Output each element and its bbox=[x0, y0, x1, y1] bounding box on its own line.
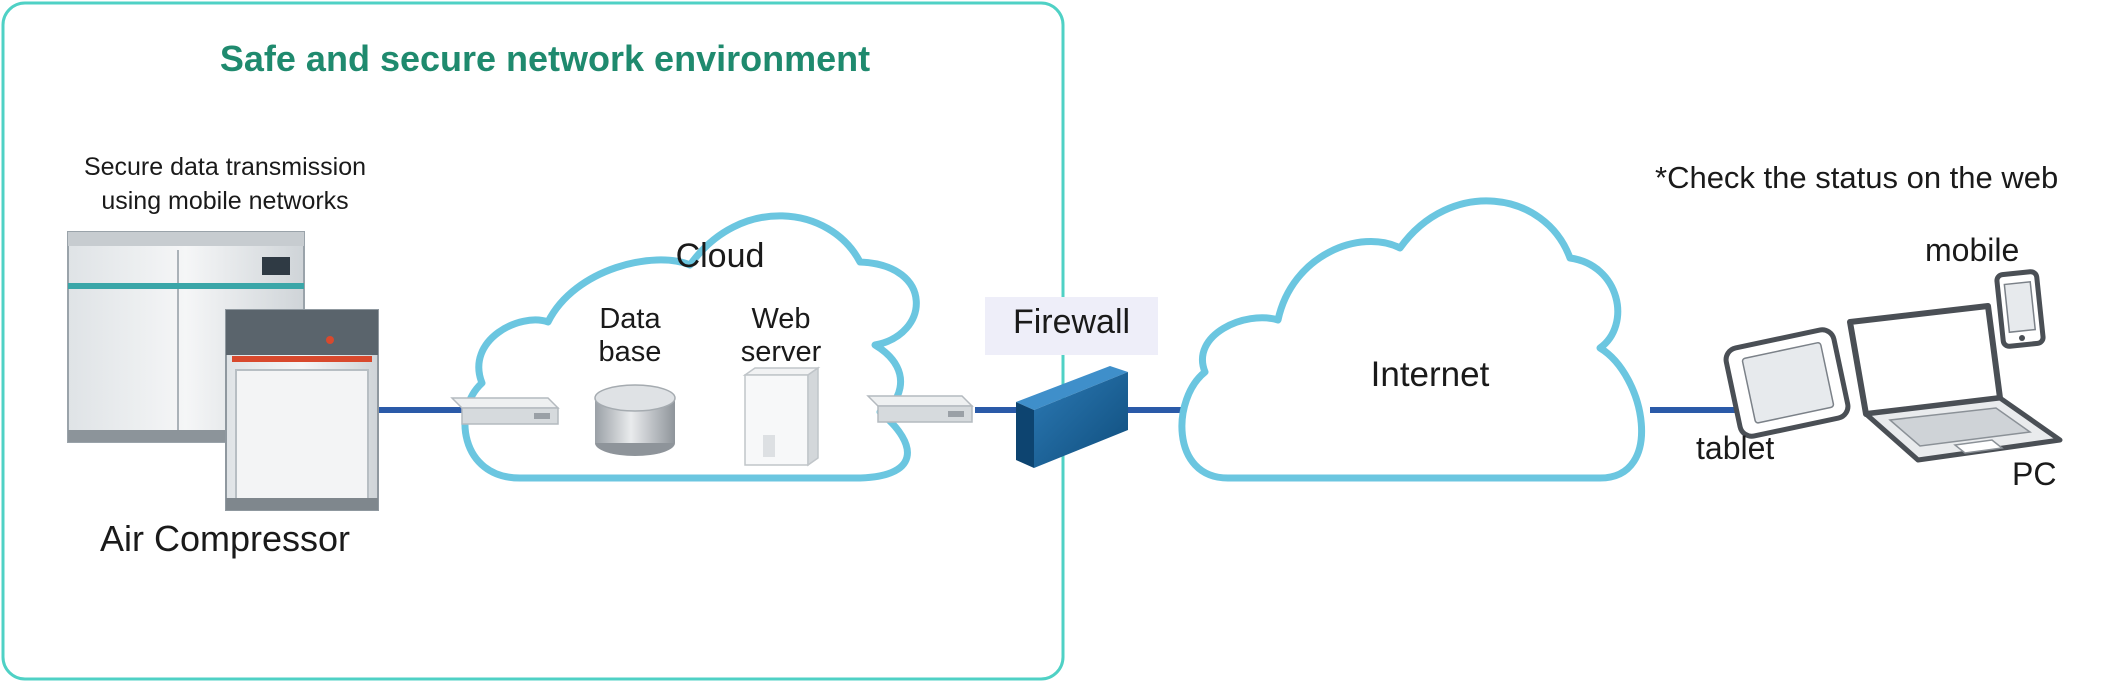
web-server-label-line2: server bbox=[740, 336, 822, 368]
web-server-icon bbox=[742, 366, 821, 467]
pc-label: PC bbox=[2012, 456, 2057, 492]
cloud-label: Cloud bbox=[675, 237, 765, 275]
internet-cloud-shape bbox=[1178, 197, 1646, 482]
router-icon bbox=[450, 397, 560, 425]
firewall-icon bbox=[1016, 366, 1128, 468]
secure-environment-title: Safe and secure network environment bbox=[219, 38, 871, 79]
air-compressor-label: Air Compressor bbox=[99, 518, 351, 559]
internet-label: Internet bbox=[1370, 355, 1490, 394]
laptop-icon bbox=[1847, 303, 2063, 463]
database-label-line2: base bbox=[598, 336, 662, 368]
router-icon bbox=[866, 395, 974, 423]
database-icon bbox=[594, 384, 676, 456]
database-label: Data base bbox=[580, 303, 680, 369]
web-server-label: Web server bbox=[726, 303, 836, 369]
transmission-note-line1: Secure data transmission bbox=[83, 153, 367, 181]
web-server-label-line1: Web bbox=[751, 303, 811, 335]
firewall-label-background bbox=[985, 297, 1158, 355]
firewall-label: Firewall bbox=[1012, 303, 1131, 341]
tablet-label: tablet bbox=[1696, 430, 1775, 466]
mobile-label: mobile bbox=[1925, 232, 2020, 268]
transmission-note-line2: using mobile networks bbox=[101, 187, 349, 215]
database-label-line1: Data bbox=[599, 303, 661, 335]
air-compressor-icon bbox=[67, 231, 379, 511]
mobile-phone-icon bbox=[1994, 269, 2046, 349]
web-status-note: *Check the status on the web bbox=[1655, 160, 2059, 195]
tablet-icon bbox=[1723, 327, 1851, 439]
transmission-note: Secure data transmission using mobile ne… bbox=[40, 150, 410, 218]
